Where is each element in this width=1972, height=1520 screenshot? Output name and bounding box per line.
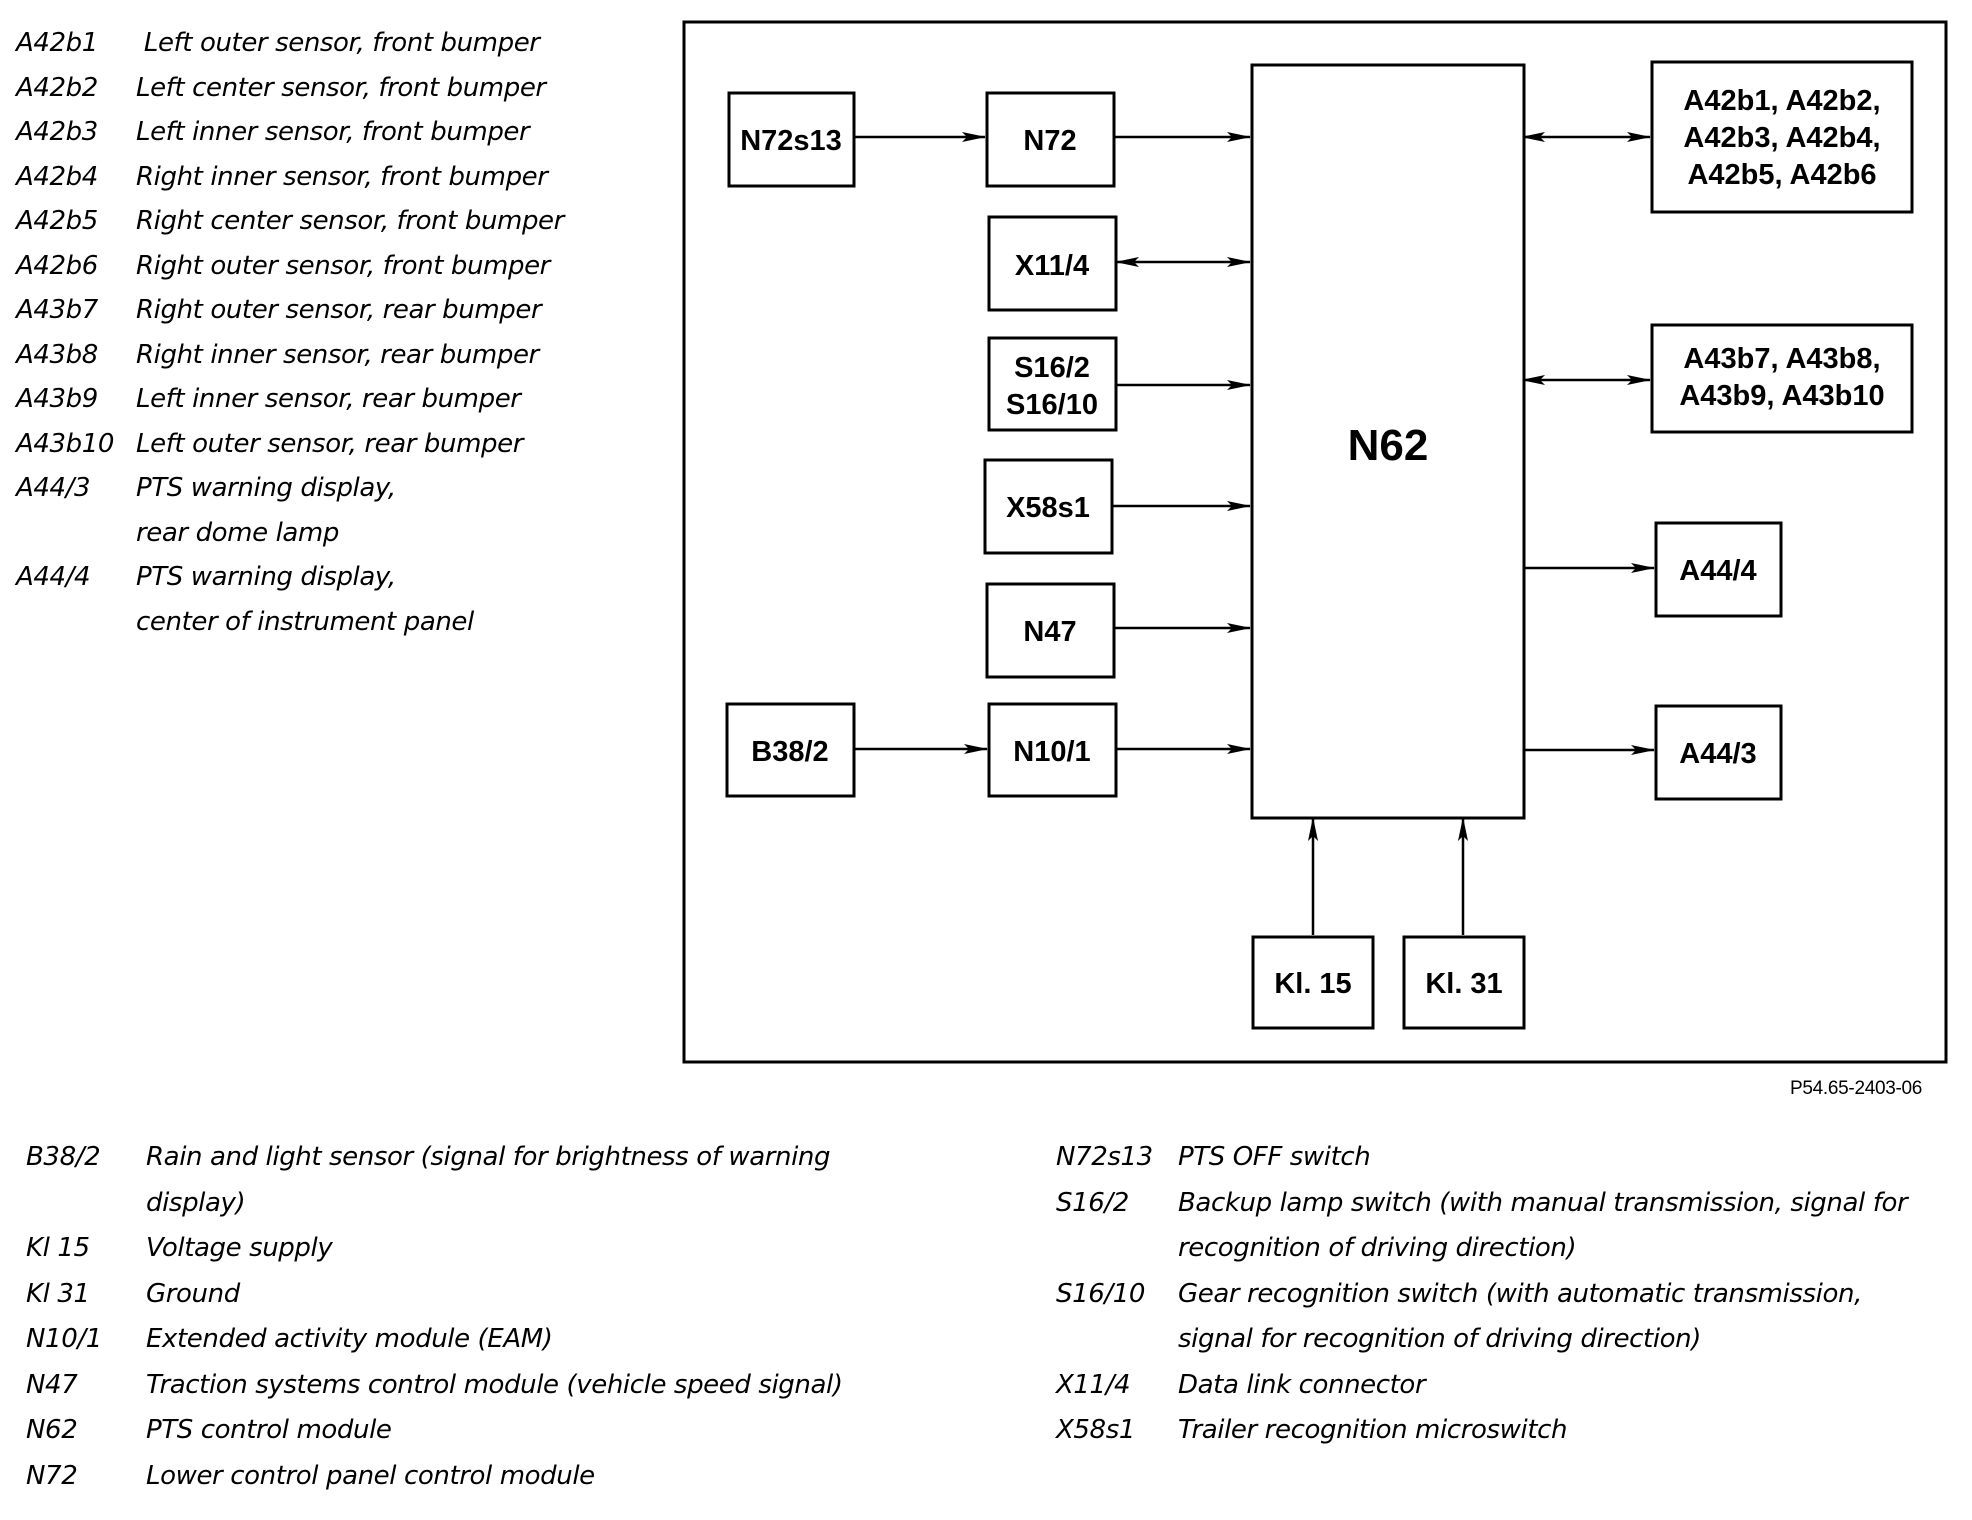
legend-desc: PTS warning display, center of instrumen…	[136, 562, 474, 637]
legend-code: N72	[26, 1460, 78, 1491]
legend-code: A43b10	[16, 428, 115, 459]
legend-code: A42b4	[16, 161, 98, 192]
legend-code: A42b3	[16, 117, 98, 147]
kl31-label: Kl. 31	[1425, 968, 1502, 1000]
n72-box	[985, 91, 1116, 188]
diagram-frame	[682, 20, 1948, 1064]
legend-desc: Extended activity module (EAM)	[146, 1324, 553, 1354]
legend-desc: Gear recognition switch (with automatic …	[1178, 1278, 1862, 1355]
legend-desc: Right outer sensor, front bumper	[136, 250, 550, 281]
front-sensors-line-3: A42b5, A42b6	[1687, 159, 1876, 191]
legend-code: B38/2	[26, 1142, 101, 1172]
s16-10-label: S16/10	[1006, 389, 1098, 421]
legend-desc: Lower control panel control module	[146, 1460, 595, 1491]
legend-code: Kl 31	[26, 1278, 90, 1309]
legend-desc: Right inner sensor, front bumper	[136, 161, 548, 192]
front-sensors-line-2: A42b3, A42b4,	[1683, 122, 1880, 154]
legend-code: A42b1	[16, 28, 98, 58]
legend-code: N62	[26, 1415, 78, 1445]
n72s13-label: N72s13	[740, 125, 842, 157]
legend-desc: Right inner sensor, rear bumper	[136, 339, 539, 370]
legend-desc: Right outer sensor, rear bumper	[136, 295, 542, 325]
legend-code: A42b6	[16, 250, 98, 281]
n72s13-box	[727, 91, 856, 188]
x58s1-label: X58s1	[1006, 492, 1090, 524]
legend-code: A44/3	[16, 473, 91, 503]
kl31-box	[1402, 935, 1526, 1030]
s16-2-label: S16/2	[1014, 352, 1090, 384]
s16-box	[987, 336, 1118, 432]
front-sensors-box	[1650, 60, 1914, 214]
legend-desc: Trailer recognition microswitch	[1178, 1415, 1568, 1445]
rear-sensors-line-1: A43b7, A43b8,	[1683, 343, 1880, 375]
legend-desc: PTS warning display, rear dome lamp	[136, 473, 396, 548]
legend-desc: Left center sensor, front bumper	[136, 72, 546, 103]
figure-reference: P54.65-2403-06	[1790, 1078, 1923, 1099]
kl15-box	[1251, 935, 1375, 1030]
b38-2-box	[725, 702, 856, 798]
legend-desc: Backup lamp switch (with manual transmis…	[1178, 1187, 1908, 1264]
legend-desc: Right center sensor, front bumper	[136, 206, 564, 236]
legend-desc: Rain and light sensor (signal for bright…	[146, 1142, 831, 1218]
kl15-label: Kl. 15	[1274, 968, 1351, 1000]
b38-2-label: B38/2	[751, 736, 828, 768]
legend-desc: Ground	[146, 1278, 240, 1309]
legend-code: A42b5	[16, 206, 98, 236]
legend-desc: Left inner sensor, front bumper	[136, 117, 530, 147]
legend-desc: Data link connector	[1178, 1369, 1426, 1400]
legend-code: S16/10	[1056, 1278, 1146, 1309]
legend-desc: Left outer sensor, front bumper	[136, 28, 540, 58]
front-sensors-line-1: A42b1, A42b2,	[1683, 85, 1880, 117]
legend-code: A42b2	[16, 72, 98, 103]
legend-code: N10/1	[26, 1324, 102, 1354]
a44-3-label: A44/3	[1679, 738, 1756, 770]
legend-desc: PTS OFF switch	[1178, 1142, 1371, 1172]
legend-code: X58s1	[1056, 1415, 1135, 1445]
legend-code: A43b8	[16, 339, 98, 370]
n10-1-label: N10/1	[1013, 736, 1090, 768]
legend-code: A43b7	[16, 295, 98, 325]
legend-code: A43b9	[16, 384, 98, 414]
n47-box	[985, 582, 1116, 679]
a44-4-label: A44/4	[1679, 555, 1756, 587]
x11-4-label: X11/4	[1015, 250, 1089, 282]
a44-4-box	[1654, 521, 1783, 618]
a44-3-box	[1654, 704, 1783, 801]
legend-code: A44/4	[16, 562, 91, 592]
n47-label: N47	[1023, 616, 1076, 648]
legend-code: N47	[26, 1369, 78, 1400]
legend-desc: Left outer sensor, rear bumper	[136, 428, 524, 459]
n72-label: N72	[1023, 125, 1076, 157]
legend-code: N72s13	[1056, 1142, 1153, 1172]
x11-4-box	[987, 215, 1118, 312]
rear-sensors-line-2: A43b9, A43b10	[1679, 380, 1884, 412]
rear-sensors-box	[1650, 323, 1914, 434]
n10-1-box	[987, 702, 1118, 798]
n62-label: N62	[1348, 421, 1429, 470]
legend-desc: Left inner sensor, rear bumper	[136, 384, 521, 414]
n62-box	[1250, 63, 1526, 820]
legend-desc: Traction systems control module (vehicle…	[146, 1369, 843, 1400]
legend-code: X11/4	[1056, 1369, 1131, 1400]
legend-code: S16/2	[1056, 1187, 1129, 1218]
x58s1-box	[983, 458, 1114, 555]
legend-code: Kl 15	[26, 1233, 90, 1263]
legend-desc: Voltage supply	[146, 1233, 333, 1263]
legend-desc: PTS control module	[146, 1415, 392, 1445]
